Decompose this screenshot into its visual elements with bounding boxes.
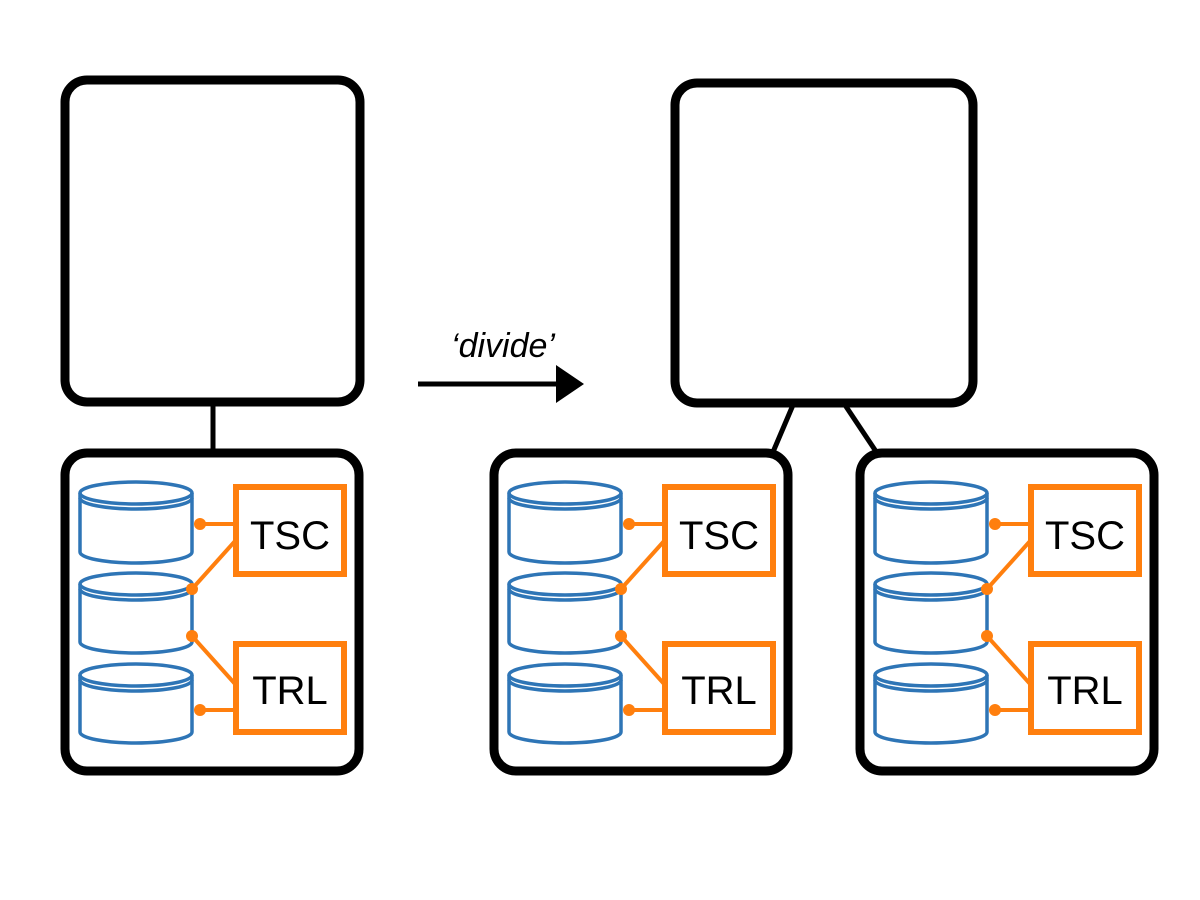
tag-link-dot [615, 630, 627, 642]
storage-panel-right: TSC TRL [855, 448, 1159, 776]
tsc-label: TSC [1045, 514, 1125, 558]
tag-link-dot [989, 518, 1001, 530]
tag-link-middle-disk-to-trl [190, 634, 238, 687]
trl-label: TRL [252, 669, 328, 713]
cylinder-body [78, 493, 194, 565]
cylinder-top [873, 480, 989, 506]
cylinder-rim [873, 679, 989, 693]
trl-label: TRL [1047, 669, 1123, 713]
cylinder-body [873, 493, 989, 565]
tag-link-dot [186, 630, 198, 642]
storage-panel-middle: TSC TRL [489, 448, 793, 776]
tsc-label: TSC [679, 514, 759, 558]
cylinder-bottom-disk [507, 662, 623, 745]
cylinder-top [78, 480, 194, 506]
cylinder-body [873, 584, 989, 655]
trl-box [662, 641, 776, 735]
tag-link-dot [186, 583, 198, 595]
cylinder-top-disk [78, 480, 194, 565]
arrow-head [556, 365, 584, 403]
cylinder-rim [507, 588, 623, 602]
cylinder-bottom-disk [78, 662, 194, 745]
cylinder-body [507, 675, 623, 745]
cylinder-body [78, 675, 194, 745]
tag-link-middle-disk-to-trl [985, 634, 1033, 687]
cylinder-top [78, 662, 194, 688]
cylinder-body [873, 675, 989, 745]
cylinder-top [507, 662, 623, 688]
cylinder-rim [507, 497, 623, 511]
trl-box [233, 641, 347, 735]
tag-link-dot [981, 630, 993, 642]
tag-link-middle-disk-to-tsc [619, 538, 667, 591]
tsc-box [1028, 484, 1142, 577]
cylinder-top-disk [507, 480, 623, 565]
parent-box-right [670, 78, 978, 408]
cylinder-top [507, 480, 623, 506]
divide-arrow: ‘divide’ [418, 327, 584, 403]
tsc-label: TSC [250, 514, 330, 558]
tag-link-dot [981, 583, 993, 595]
cylinder-bottom-disk [873, 662, 989, 745]
tag-link-middle-disk-to-tsc [985, 538, 1033, 591]
trl-label: TRL [681, 669, 757, 713]
connector-line-middle [770, 404, 796, 453]
trl-box [1028, 641, 1142, 735]
cylinder-rim [873, 497, 989, 511]
cylinder-body [507, 584, 623, 655]
tag-link-dot [623, 704, 635, 716]
tag-link-middle-disk-to-tsc [190, 538, 238, 591]
cylinder-rim [78, 588, 194, 602]
tag-link-dot [194, 704, 206, 716]
tsc-box [233, 484, 347, 577]
parent-box-left [60, 75, 365, 407]
cylinder-body [78, 584, 194, 655]
cylinder-top-disk [873, 480, 989, 565]
connector-line-right [842, 403, 880, 455]
cylinder-body [507, 493, 623, 565]
cylinder-rim [78, 679, 194, 693]
cylinder-rim [507, 679, 623, 693]
tag-link-dot [615, 583, 627, 595]
storage-panel-left: TSC TRL [60, 448, 364, 776]
cylinder-rim [873, 588, 989, 602]
tag-link-dot [989, 704, 1001, 716]
tsc-box [662, 484, 776, 577]
tag-link-dot [194, 518, 206, 530]
tag-link-dot [623, 518, 635, 530]
arrow-label: ‘divide’ [451, 327, 555, 365]
tag-link-middle-disk-to-trl [619, 634, 667, 687]
connector-lines [210, 400, 880, 455]
cylinder-rim [78, 497, 194, 511]
cylinder-top [873, 662, 989, 688]
